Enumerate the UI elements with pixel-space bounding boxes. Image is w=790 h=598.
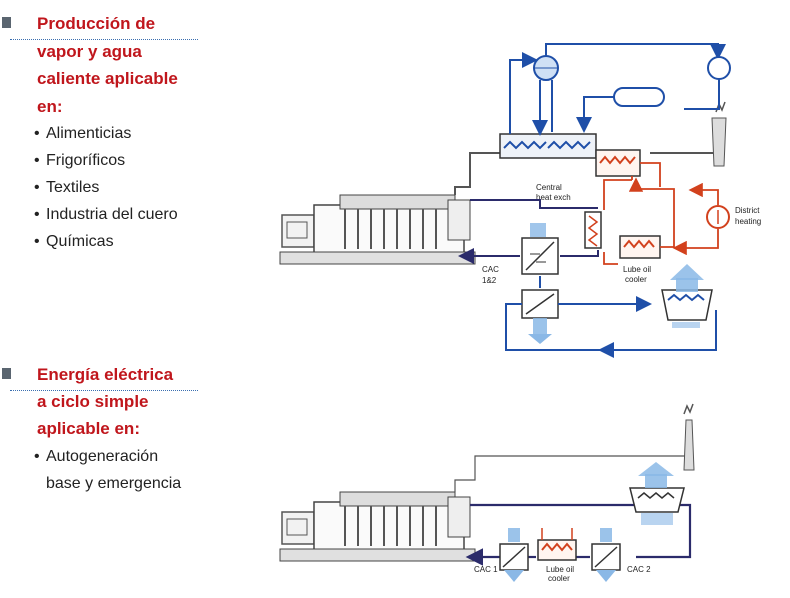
cac1-label: CAC 1 [474, 565, 498, 574]
engine-icon [279, 194, 476, 265]
section2-heading-line2: a ciclo simple [37, 392, 149, 411]
list-item: •Textiles [34, 179, 100, 196]
section1-marker [2, 17, 11, 28]
list-item: •Alimenticias [34, 125, 132, 142]
cac-label: CAC [482, 265, 499, 274]
lube-oil-cooler-label-2: cooler [548, 574, 570, 583]
hot-water-exchanger [595, 149, 641, 177]
section1-list: •Alimenticias •Frigoríficos •Textiles •I… [34, 120, 178, 255]
lube-oil-cooler-label-2: cooler [625, 275, 647, 284]
list-item: •Industria del cuero [34, 206, 178, 223]
list-item: •Químicas [34, 233, 114, 250]
section1-heading-line1: Producción de [37, 14, 156, 33]
cac-label-2: 1&2 [482, 276, 497, 285]
radiator-icon [629, 462, 685, 525]
section2-heading-line1: Energía eléctrica [37, 365, 174, 384]
lube-oil-cooler-label: Lube oil [546, 565, 574, 574]
section2-marker [2, 368, 11, 379]
section2-divider [10, 390, 198, 391]
simple-cycle-diagram: CAC 1 Lube oil cooler CAC 2 [279, 403, 695, 583]
cac2-label: CAC 2 [627, 565, 651, 574]
section1-divider [10, 39, 198, 40]
stack-icon [683, 419, 695, 471]
section1-heading-line3: caliente aplicable [37, 69, 178, 88]
cogeneration-diagram: Central heat exch CAC 1&2 [279, 43, 761, 358]
district-heating-label: District [735, 206, 760, 215]
central-heat-exch-label-2: heat exch [536, 193, 571, 202]
section1-heading-line4: en: [37, 97, 63, 116]
dry-cooler-icon [661, 264, 713, 328]
engine-icon [279, 491, 476, 562]
section1-heading-line2: vapor y agua [37, 42, 142, 61]
list-item: •Frigoríficos [34, 152, 126, 169]
stack-icon [711, 117, 727, 167]
section2-heading-line3: aplicable en: [37, 419, 140, 438]
lube-oil-cooler-label: Lube oil [623, 265, 651, 274]
exhaust-line [454, 152, 500, 195]
exhaust-boiler [499, 133, 597, 159]
central-heat-exch-label: Central [536, 183, 562, 192]
steam-consumer-icon [707, 56, 731, 80]
district-heating-label-2: heating [735, 217, 761, 226]
condensate-tank-icon [613, 87, 665, 107]
central-heat-exchanger [584, 211, 602, 249]
